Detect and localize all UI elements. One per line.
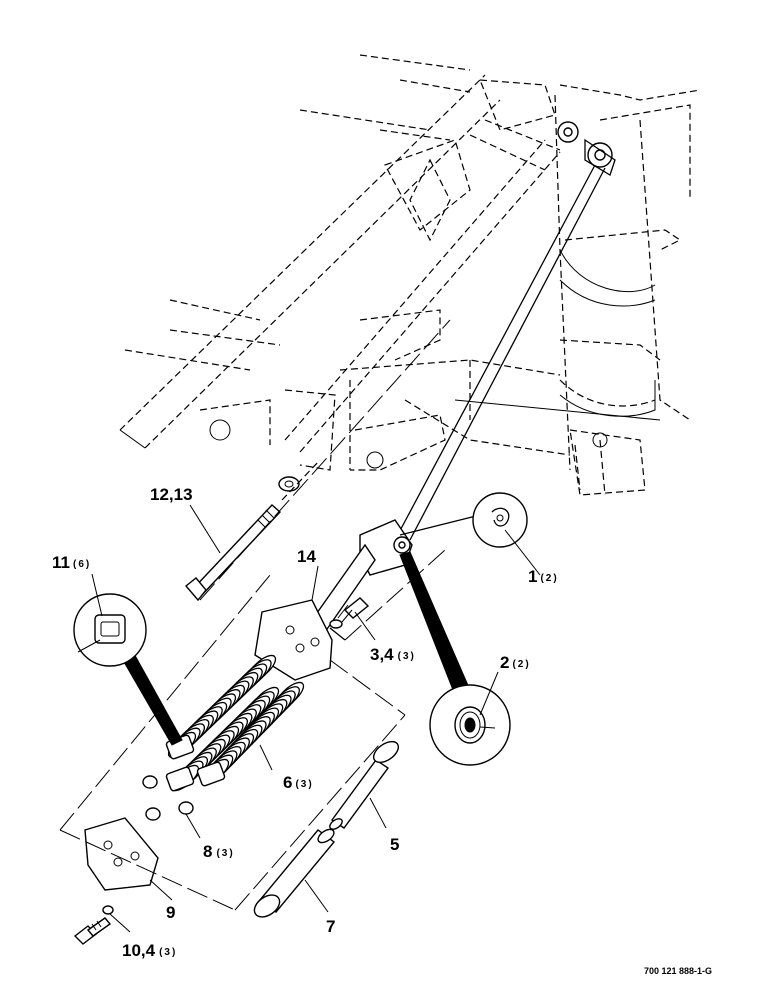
guide-tube-part-5 <box>329 740 400 830</box>
callout-3-4: 3,4(3) <box>370 645 416 664</box>
callout-14: 14 <box>297 547 316 566</box>
callout-6: 6(3) <box>283 773 314 792</box>
callout-5: 5 <box>390 835 399 854</box>
callout-8: 8(3) <box>203 842 235 861</box>
guide-tube-part-7 <box>253 828 336 918</box>
lower-spring-plate-part-9 <box>84 817 159 891</box>
bushings-part-8 <box>142 775 194 821</box>
callout-12-13: 12,13 <box>150 485 193 504</box>
header-frame-outline <box>119 54 701 496</box>
detail-circle-1 <box>399 492 528 548</box>
detail-circle-2 <box>399 551 511 766</box>
upper-pivot-bearings <box>557 121 616 176</box>
spring-arm-part-14 <box>311 519 413 641</box>
callout-2: 2(2) <box>500 653 531 672</box>
callout-7: 7 <box>326 917 335 936</box>
detail-circle-11 <box>73 593 183 746</box>
callout-10-4: 10,4(3) <box>122 941 177 960</box>
bolt-part-12-13 <box>184 459 321 602</box>
link-rod <box>394 164 606 541</box>
compression-springs-part-6 <box>167 654 305 792</box>
leader-lines <box>91 504 541 933</box>
callout-9: 9 <box>166 903 175 922</box>
drawing-number: 700 121 888-1-G <box>644 966 712 976</box>
callout-1: 1(2) <box>528 567 559 586</box>
screw-part-3-4 <box>329 597 370 629</box>
spring-caps-part-11 <box>165 734 226 792</box>
screw-part-10-4 <box>73 905 114 945</box>
callout-11: 11(6) <box>52 553 91 572</box>
assembly-centerlines <box>59 319 451 911</box>
coil-spring <box>170 686 280 792</box>
